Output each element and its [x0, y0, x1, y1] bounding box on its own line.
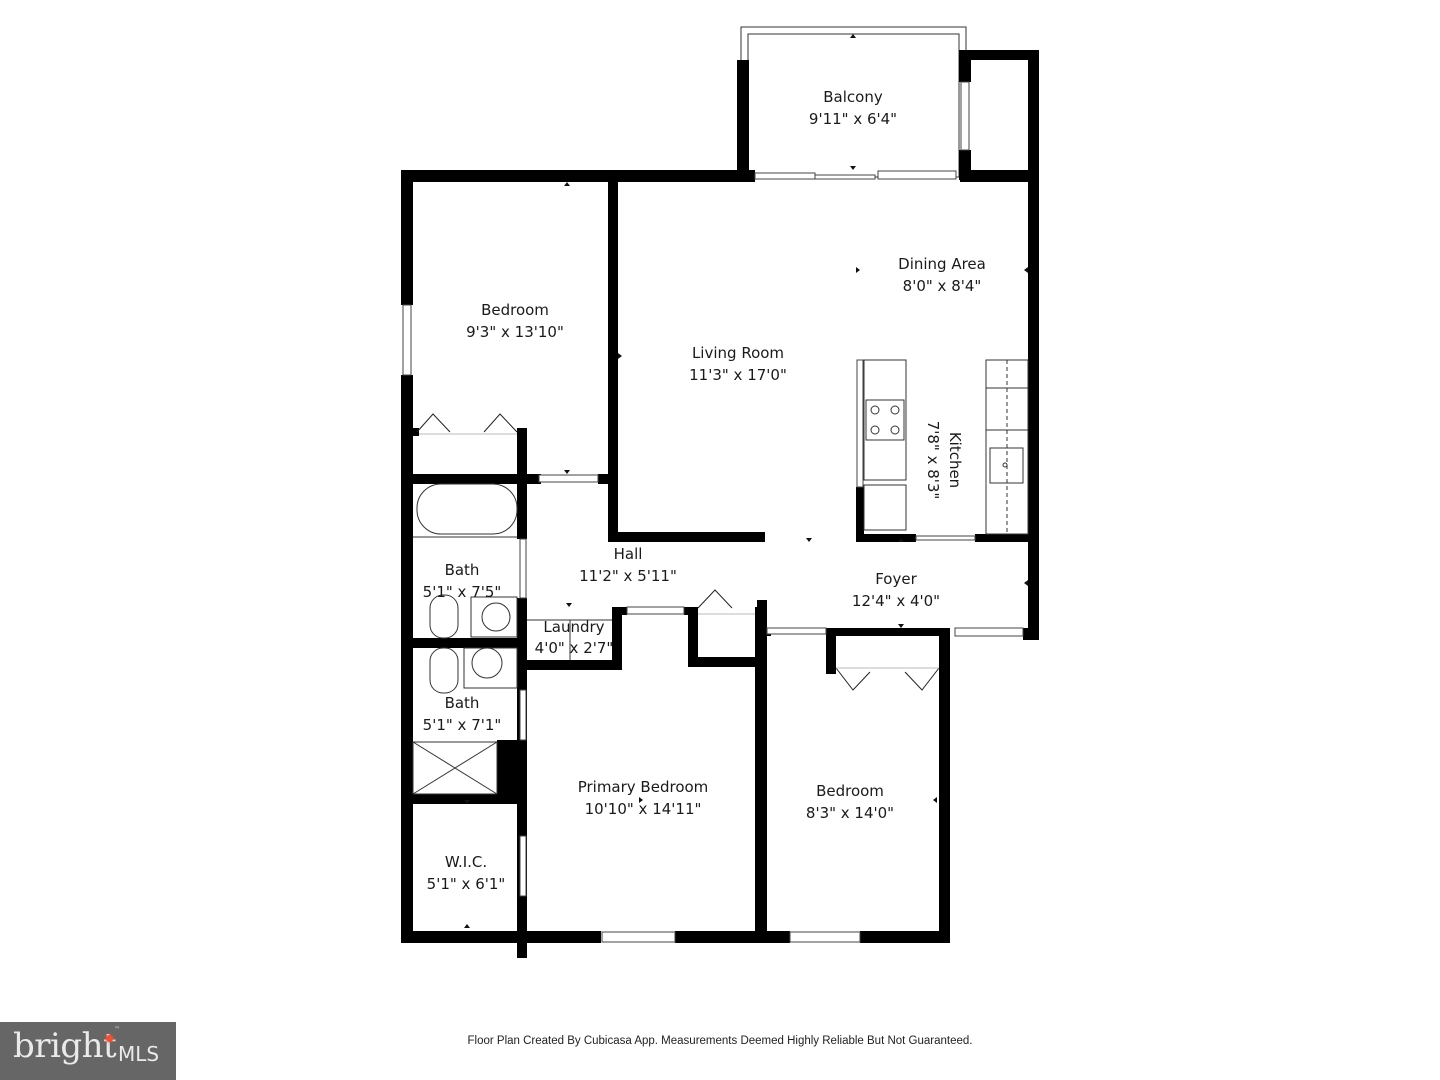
logo-spark-icon — [106, 1035, 113, 1042]
room-dims-bedroom-3: 8'3" x 14'0" — [806, 804, 894, 822]
room-dims-laundry: 4'0" x 2'7" — [535, 639, 614, 657]
room-dims-bath-1: 5'1" x 7'5" — [423, 583, 502, 601]
fixtures — [412, 359, 1029, 795]
bright-mls-logo: bright ™ MLS — [0, 1022, 176, 1080]
room-dims-dining-area: 8'0" x 8'4" — [903, 277, 982, 295]
room-dims-balcony: 9'11" x 6'4" — [809, 110, 897, 128]
room-name-living-room: Living Room — [692, 344, 784, 362]
room-name-foyer: Foyer — [875, 570, 917, 588]
windows — [402, 81, 1024, 943]
room-name-wic: W.I.C. — [445, 853, 487, 871]
logo-brand-text: bright — [13, 1026, 117, 1066]
room-labels: Balcony 9'11" x 6'4" Bedroom 9'3" x 13'1… — [423, 88, 986, 893]
walls — [401, 50, 1039, 958]
room-dims-living-room: 11'3" x 17'0" — [689, 366, 787, 384]
room-dims-foyer: 12'4" x 4'0" — [852, 592, 940, 610]
logo-mls-text: MLS — [118, 1042, 160, 1066]
room-name-bath-1: Bath — [445, 561, 480, 579]
room-dims-hall: 11'2" x 5'11" — [579, 567, 677, 585]
room-name-bath-2: Bath — [445, 694, 480, 712]
room-dims-bath-2: 5'1" x 7'1" — [423, 716, 502, 734]
dimension-markers — [464, 34, 1028, 928]
room-name-hall: Hall — [614, 545, 643, 563]
room-dims-wic: 5'1" x 6'1" — [427, 875, 506, 893]
room-name-balcony: Balcony — [823, 88, 883, 106]
disclaimer-note: Floor Plan Created By Cubicasa App. Meas… — [467, 1035, 973, 1047]
room-name-bedroom-3: Bedroom — [816, 782, 884, 800]
room-name-bedroom-2: Bedroom — [481, 301, 549, 319]
room-name-laundry: Laundry — [543, 618, 604, 636]
logo-trademark: ™ — [114, 1026, 120, 1033]
room-name-kitchen: Kitchen — [946, 432, 964, 488]
doors — [416, 413, 940, 691]
room-name-dining-area: Dining Area — [898, 255, 986, 273]
room-dims-kitchen: 7'8" x 8'3" — [924, 421, 942, 500]
room-name-primary-bedroom: Primary Bedroom — [578, 778, 709, 796]
room-dims-bedroom-2: 9'3" x 13'10" — [466, 323, 564, 341]
room-dims-primary-bedroom: 10'10" x 14'11" — [585, 800, 702, 818]
